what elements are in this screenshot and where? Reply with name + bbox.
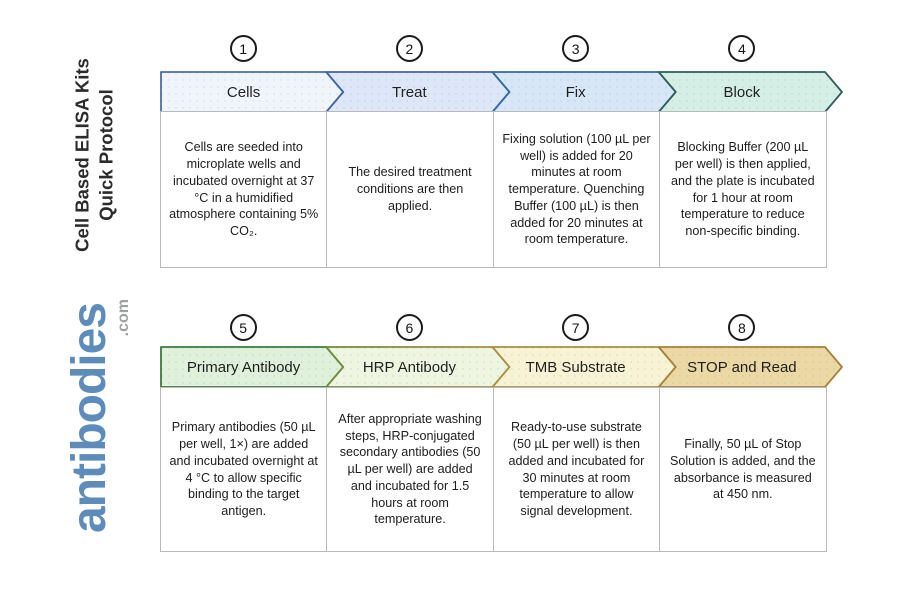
step-description-1: Cells are seeded into microplate wells a… [169, 140, 319, 238]
step-number-badge-1: 1 [229, 35, 257, 62]
arrow-label: TMB Substrate [526, 359, 626, 376]
arrow-label: Cells [227, 84, 260, 101]
step-arrow-treat: Treat [325, 71, 511, 113]
arrow-label: Treat [392, 84, 427, 101]
step-arrow-cells: Cells [160, 71, 345, 113]
step-arrow-stop-and-read: STOP and Read [657, 346, 843, 388]
brand-logo-text: antibodies [63, 302, 116, 534]
step-number-badge-5: 5 [229, 314, 257, 341]
arrow-label: STOP and Read [687, 359, 797, 376]
dot-texture [326, 347, 510, 387]
dot-texture [658, 72, 842, 112]
step-arrow-primary-antibody: Primary Antibody [160, 346, 345, 388]
step-numbers-row-1: 1 2 3 4 [160, 35, 825, 62]
step-number-badge-4: 4 [728, 35, 756, 62]
step-number-badge-3: 3 [562, 35, 590, 62]
step-descriptions-row-1: Cells are seeded into microplate wells a… [160, 111, 827, 268]
arrow-label: Block [724, 84, 761, 101]
step-description-6: After appropriate washing steps, HRP-con… [326, 388, 492, 551]
step-arrow-fix: Fix [491, 71, 677, 113]
step-description-2: The desired treatment conditions are the… [326, 112, 492, 267]
step-description-7: Ready-to-use substrate (50 µL per well) … [492, 388, 659, 551]
page-title-line2: Quick Protocol [96, 89, 117, 221]
step-arrow-tmb-substrate: TMB Substrate [491, 346, 677, 388]
dot-texture [161, 72, 344, 112]
dot-texture [161, 347, 344, 387]
step-description-5: Primary antibodies (50 µL per well, 1×) … [169, 420, 318, 518]
step-arrow-block: Block [657, 71, 843, 113]
step-number-badge-6: 6 [395, 314, 423, 341]
step-number-badge-8: 8 [728, 314, 756, 341]
brand-logo-suffix: .com [115, 298, 132, 337]
step-description-8: Finally, 50 µL of Stop Solution is added… [659, 388, 825, 551]
step-description-4: Blocking Buffer (200 µL per well) is the… [659, 112, 825, 267]
page-title: Cell Based ELISA Kits Quick Protocol [71, 58, 120, 252]
protocol-flow: 1 2 3 4 Cells [160, 0, 860, 594]
step-descriptions-row-2: Primary antibodies (50 µL per well, 1×) … [160, 387, 827, 552]
step-number-badge-7: 7 [562, 314, 590, 341]
step-description-3: Fixing solution (100 µL per well) is add… [492, 112, 659, 267]
dot-texture [658, 347, 842, 387]
dot-texture [326, 72, 510, 112]
brand-logo: antibodies.com [63, 299, 132, 534]
protocol-arrows-row-2: Primary Antibody HRP Antibody TMB Substr… [160, 346, 843, 388]
step-numbers-row-2: 5 6 7 8 [160, 314, 825, 341]
dot-texture [492, 72, 676, 112]
step-number-badge-2: 2 [395, 35, 423, 62]
protocol-arrows-row-1: Cells Treat Fix Block [160, 71, 843, 113]
step-arrow-hrp-antibody: HRP Antibody [325, 346, 511, 388]
dot-texture [492, 347, 676, 387]
page-title-line1: Cell Based ELISA Kits [71, 58, 93, 252]
arrow-label: Fix [566, 84, 586, 101]
arrow-label: Primary Antibody [187, 359, 301, 376]
arrow-label: HRP Antibody [363, 359, 457, 376]
